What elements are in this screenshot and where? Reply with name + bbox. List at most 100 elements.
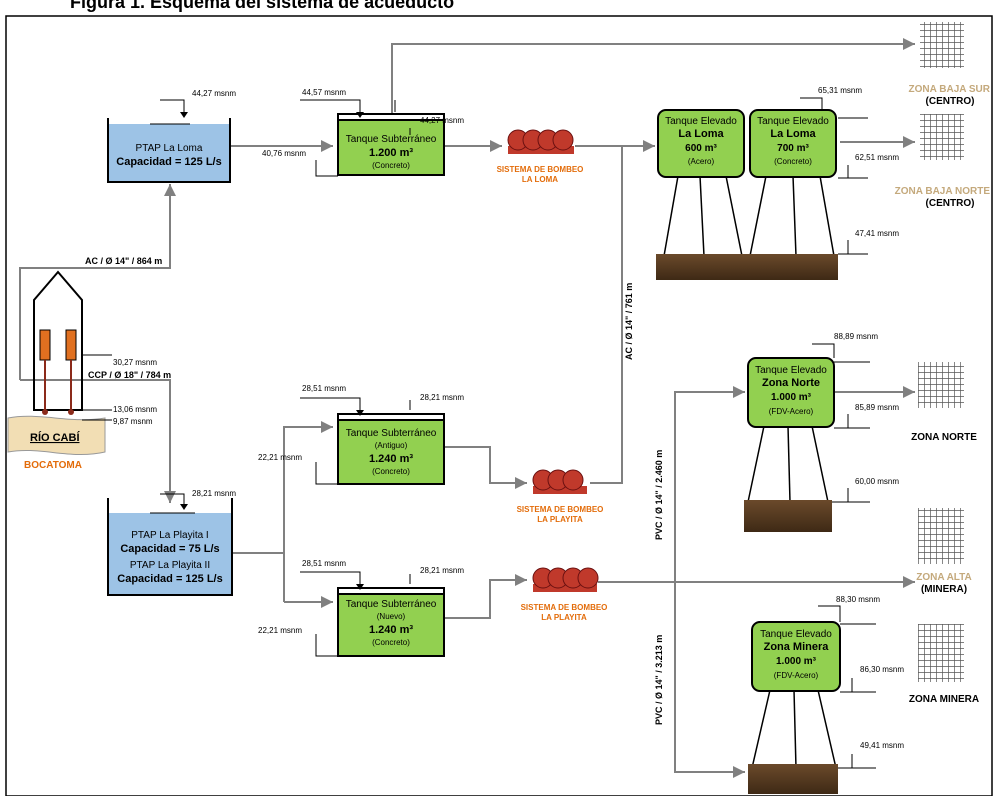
elev-label: 28,21 msnm (420, 393, 464, 402)
ptap-la-playita (107, 493, 233, 596)
elev-label: 85,89 msnm (855, 403, 899, 412)
pump-la-playita-1 (532, 469, 587, 494)
zone-alta-label: ZONA ALTA (916, 572, 972, 583)
elevated-tank-zona-norte (744, 343, 870, 532)
elev-label: 88,89 msnm (834, 332, 878, 341)
elev-label: 22,21 msnm (258, 453, 302, 462)
ptap-playita1-name: PTAP La Playita I (131, 530, 208, 541)
figure-title: Figura 1. Esquema del sistema de acueduc… (70, 0, 454, 12)
zone-grid-icon (918, 362, 964, 408)
elev-label: 44,27 msnm (192, 89, 236, 98)
pipe-label-ccp-playita: CCP / Ø 18" / 784 m (88, 370, 171, 380)
soil-block (748, 764, 838, 794)
tank-sub-nuevo-volume: 1.240 m³ (369, 624, 413, 636)
tank-minera-volume: 1.000 m³ (776, 656, 817, 667)
tank-sub-antiguo-sub: (Antiguo) (375, 441, 408, 450)
figure-frame (5, 15, 993, 796)
tank-norte-place: Zona Norte (762, 377, 820, 389)
tank-el-600-material: (Acero) (688, 157, 715, 166)
pipe-label-ac-vertical: AC / Ø 14" / 761 m (624, 283, 634, 360)
pump-playita1-label-2: LA PLAYITA (537, 515, 583, 524)
elev-label: 44,27 msnm (420, 116, 464, 125)
tank-el-600-volume: 600 m³ (685, 143, 717, 154)
elevated-tank-zona-minera (748, 605, 876, 794)
tank-el-700-material: (Concreto) (774, 157, 812, 166)
bocatoma-label: BOCATOMA (24, 460, 82, 471)
pump-la-playita-2 (532, 567, 599, 592)
ptap-playita2-capacity: Capacidad = 125 L/s (117, 573, 222, 585)
pump-playita2-label-2: LA PLAYITA (541, 613, 587, 622)
pump-la-loma (507, 129, 574, 154)
tank-el-700-name: Tanque Elevado (757, 116, 829, 127)
tank-sub-nuevo-name: Tanque Subterráneo (346, 599, 437, 610)
tank-sub-la-loma (300, 99, 445, 177)
tank-norte-material: (FDV-Acero) (769, 407, 814, 416)
bocatoma (7, 270, 106, 455)
pump-playita2-label-1: SISTEMA DE BOMBEO (521, 603, 608, 612)
elev-label: 28,51 msnm (302, 384, 346, 393)
elev-label: 40,76 msnm (262, 149, 306, 158)
zone-baja-norte-label: ZONA BAJA NORTE (895, 186, 991, 197)
pipe-label-pvc-minera: PVC / Ø 14" / 3.213 m (654, 635, 664, 725)
elev-label: 13,06 msnm (113, 405, 157, 414)
tank-sub-antiguo (300, 397, 445, 485)
tank-sub-antiguo-material: (Concreto) (372, 467, 410, 476)
river-label: RÍO CABÍ (30, 431, 80, 444)
elev-label: 28,51 msnm (302, 559, 346, 568)
tank-minera-place: Zona Minera (764, 641, 830, 653)
zone-grid-icon (918, 624, 964, 682)
tank-sub-antiguo-name: Tanque Subterráneo (346, 428, 437, 439)
pump-loma-label-2: LA LOMA (522, 175, 558, 184)
tank-minera-name: Tanque Elevado (760, 629, 832, 640)
pump-playita1-label-1: SISTEMA DE BOMBEO (517, 505, 604, 514)
zone-alta-sub: (MINERA) (921, 584, 967, 595)
tank-sub-nuevo-sub: (Nuevo) (377, 612, 406, 621)
zone-norte-label: ZONA NORTE (911, 432, 977, 443)
tank-sub-loma-volume: 1.200 m³ (369, 147, 413, 159)
elev-label: 28,21 msnm (192, 489, 236, 498)
tank-norte-volume: 1.000 m³ (771, 392, 812, 403)
elev-label: 65,31 msnm (818, 86, 862, 95)
ptap-la-loma (107, 99, 231, 183)
tank-sub-loma-material: (Concreto) (372, 161, 410, 170)
tank-norte-name: Tanque Elevado (755, 365, 827, 376)
elev-label: 86,30 msnm (860, 665, 904, 674)
soil-block (744, 500, 832, 532)
tank-minera-material: (FDV-Acero) (774, 671, 819, 680)
elev-label: 88,30 msnm (836, 595, 880, 604)
ptap-playita1-capacity: Capacidad = 75 L/s (120, 543, 219, 555)
zone-grid-icon (920, 114, 964, 160)
zone-baja-norte-sub: (CENTRO) (926, 198, 975, 209)
pump-loma-label-1: SISTEMA DE BOMBEO (497, 165, 584, 174)
pipe-label-pvc-norte: PVC / Ø 14" / 2.460 m (654, 450, 664, 540)
zone-grid-icon (920, 22, 964, 68)
elevated-tanks-la-loma (656, 97, 868, 280)
elev-label: 22,21 msnm (258, 626, 302, 635)
elev-label: 60,00 msnm (855, 477, 899, 486)
tank-sub-nuevo-material: (Concreto) (372, 638, 410, 647)
elev-label: 62,51 msnm (855, 153, 899, 162)
tank-el-600-place: La Loma (678, 128, 724, 140)
zone-baja-sur-sub: (CENTRO) (926, 96, 975, 107)
soil-block (656, 254, 838, 280)
tank-el-700-volume: 700 m³ (777, 143, 809, 154)
elev-label: 9,87 msnm (113, 417, 153, 426)
tank-sub-antiguo-volume: 1.240 m³ (369, 453, 413, 465)
ptap-loma-name: PTAP La Loma (136, 143, 203, 154)
elev-label: 28,21 msnm (420, 566, 464, 575)
pipe-label-ac-loma: AC / Ø 14" / 864 m (85, 256, 162, 266)
elev-label: 47,41 msnm (855, 229, 899, 238)
bocatoma-level-lines (82, 354, 112, 421)
tank-sub-nuevo (300, 571, 445, 657)
tank-sub-loma-name: Tanque Subterráneo (346, 134, 437, 145)
elev-label: 30,27 msnm (113, 358, 157, 367)
zone-minera-label: ZONA MINERA (909, 694, 979, 705)
ptap-playita2-name: PTAP La Playita II (130, 560, 210, 571)
zone-baja-sur-label: ZONA BAJA SUR (909, 84, 991, 95)
ptap-loma-capacity: Capacidad = 125 L/s (116, 156, 221, 168)
tank-el-600-name: Tanque Elevado (665, 116, 737, 127)
tank-el-700-place: La Loma (770, 128, 816, 140)
zone-grid-icon (918, 508, 964, 564)
elev-label: 49,41 msnm (860, 741, 904, 750)
